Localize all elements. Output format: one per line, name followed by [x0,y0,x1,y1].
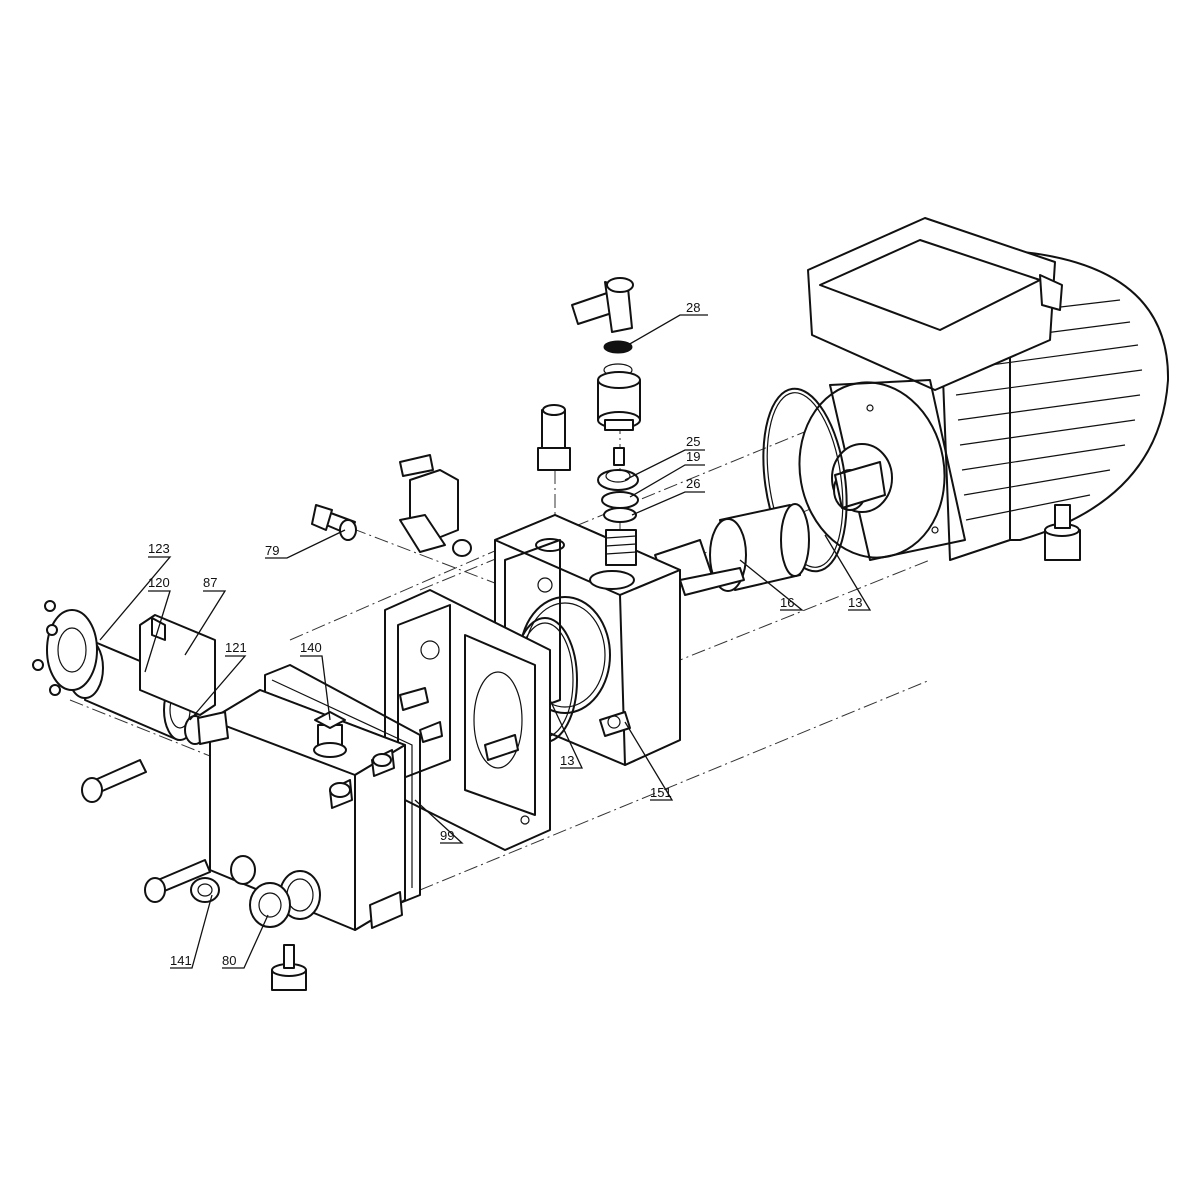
valve-stack [597,447,639,566]
leader-lines [99,314,872,969]
callout-19: 19 [686,449,700,464]
callout-99: 99 [440,828,454,843]
callout-140: 140 [300,640,322,655]
bolt-79 [311,504,357,541]
plug-141 [190,877,220,903]
pressure-switch [399,454,472,557]
pump-front-block [209,689,406,931]
end-cap-123 [32,600,98,696]
callout-87: 87 [203,575,217,590]
callout-120: 120 [148,575,170,590]
callout-16: 16 [780,595,794,610]
callout-80: 80 [222,953,236,968]
valve-body [597,363,641,431]
callout-13-motor: 13 [848,595,862,610]
hose-nipple [537,404,571,471]
o-ring-28 [603,340,633,354]
callout-123: 123 [148,541,170,556]
cap-screw-left [81,759,147,803]
cap-screw-front [144,859,211,903]
callout-28: 28 [686,300,700,315]
callout-121: 121 [225,640,247,655]
gasket-13-motor [762,387,848,573]
callout-13-housing: 13 [560,753,574,768]
coupling-16 [654,503,810,596]
callout-79: 79 [265,543,279,558]
elbow-fitting [571,277,634,333]
callout-25: 25 [686,434,700,449]
foot-screw-front [271,944,307,991]
callout-labels: 28 25 19 26 79 123 120 87 121 140 16 13 … [148,300,862,968]
electric-motor [798,217,1170,561]
callout-151: 151 [650,785,672,800]
plug-80 [249,882,291,928]
intermediate-plate [384,589,551,851]
seal-121 [184,711,229,745]
callout-141: 141 [170,953,192,968]
callout-26: 26 [686,476,700,491]
